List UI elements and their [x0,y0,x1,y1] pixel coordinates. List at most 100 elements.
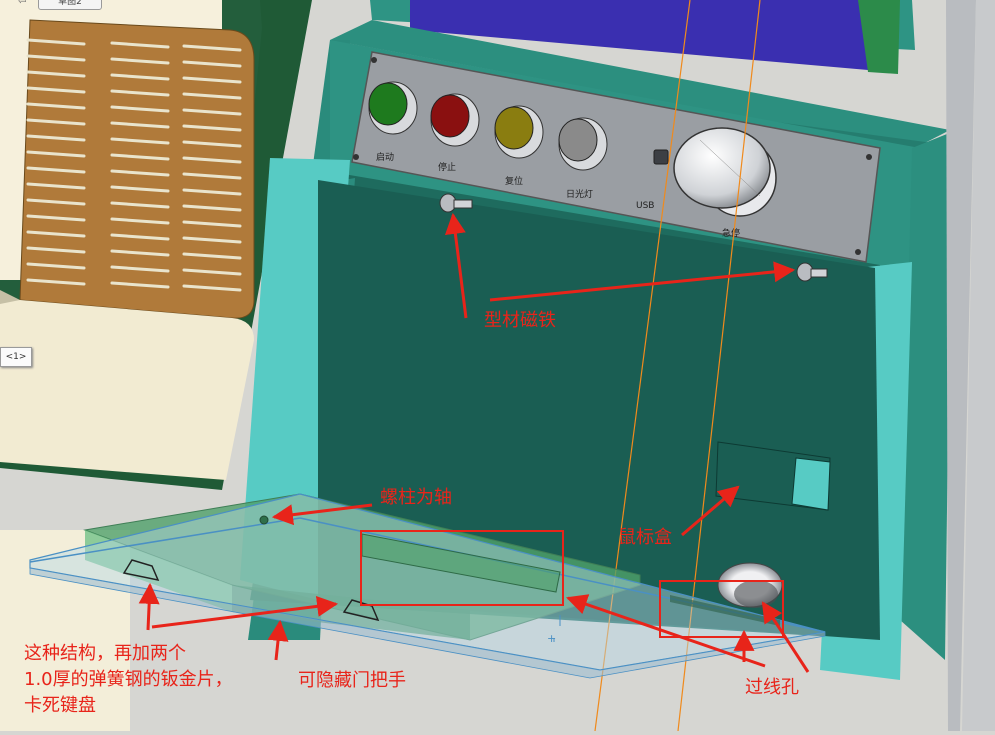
grille-slot [26,198,86,206]
magnet-bolt-right [796,262,828,282]
annotation-handle: 可隐藏门把手 [298,670,406,691]
grille-slot [26,182,86,190]
grille-slot [182,108,242,116]
button-label-reset: 复位 [505,175,523,187]
grille-slot [26,134,86,142]
grille-slot [26,246,86,254]
grille-slot [26,230,86,238]
grille-slots [26,38,242,292]
reset-button [494,105,544,159]
annotation-magnet: 型材磁铁 [484,310,556,331]
grille-slot [110,217,170,225]
grille-slot [182,284,242,292]
axis-line-1 [594,0,691,732]
grille-slot [182,220,242,228]
highlight-box-cable [659,580,784,638]
grille-slot [110,137,170,145]
grille-slot [26,70,86,78]
grille-slot [182,92,242,100]
grille-slot [182,124,242,132]
annotation-arrows [138,212,810,673]
grille-slot [110,73,170,81]
grille-slot [110,89,170,97]
grille-slot [26,38,86,46]
button-label-stop: 停止 [438,161,456,173]
grille-slot [26,214,86,222]
light-button [558,117,608,171]
grille-slot [182,76,242,84]
monitor-screen [410,0,868,70]
grille-slot [110,153,170,161]
cabinet-body [240,0,995,731]
grille-slot [110,233,170,241]
usb-label: USB [636,201,654,211]
inner-back-panel [318,180,880,640]
grille-slot [110,169,170,177]
grille-slot [182,268,242,276]
grille-slot [110,185,170,193]
sketch-tab[interactable]: 草图2 [38,0,102,10]
mouse-box [715,441,831,511]
grille-slot [182,156,242,164]
arrow-magnet-left [444,212,468,319]
arrow-pivot [271,503,373,526]
grille-slot [182,44,242,52]
grille-slot [182,140,242,148]
grille-slot [26,86,86,94]
grille-slot [110,201,170,209]
annotation-structure-line3: 卡死键盘 [24,695,96,716]
grille-slot [110,281,170,289]
grille-slot [110,121,170,129]
estop-label: 急停 [722,227,740,239]
svg-text:+: + [547,632,556,645]
annotation-pivot: 螺柱为轴 [380,487,452,508]
grille-slot [26,54,86,62]
keyboard-tray [29,493,826,679]
grille-slot [182,60,242,68]
annotation-cable-hole: 过线孔 [745,677,799,698]
arrow-handle [267,619,289,661]
grille-slot [110,57,170,65]
arrow-cable-hole [761,601,810,673]
grille-slot [182,188,242,196]
grille-slot [26,262,86,270]
grille-slot [110,249,170,257]
button-label-light: 日光灯 [566,188,593,200]
grille-slot [182,204,242,212]
spring-clip-left [122,559,160,582]
magnet-bolt-left [439,193,473,213]
grille-slot [110,265,170,273]
grille-slot [26,118,86,126]
annotation-structure-line1: 这种结构，再加两个 [24,643,186,664]
stop-button [430,93,480,147]
arrow-clip-left [138,582,160,631]
annotation-mouse-box: 鼠标盒 [618,527,672,548]
usb-port [653,149,669,165]
annotation-structure-line2: 1.0厚的弹簧钢的钣金片， [24,669,233,690]
arrow-magnet-right [489,261,796,302]
arrow-cable-keyboard [566,594,766,668]
grille-slot [182,252,242,260]
highlight-box-keyboard [360,530,564,606]
grille-slot [26,102,86,110]
grille-slot [182,172,242,180]
grille-slot [26,278,86,286]
start-button [368,81,418,135]
sheet-tag[interactable]: <1> [0,347,32,367]
axis-line-2 [677,0,761,732]
grille-slot [182,236,242,244]
cad-back-arrow-icon[interactable]: ⇦ [18,0,27,7]
arrow-mouse-box [681,485,740,537]
arrow-clip-right [151,595,339,629]
pivot-stud [259,515,269,525]
grille-slot [110,105,170,113]
grille-slot [26,150,86,158]
button-label-start: 启动 [376,151,394,163]
panel-buttons [368,81,608,171]
grille-slot [26,166,86,174]
cable-hole [717,562,783,608]
emergency-stop-knob [673,127,777,217]
grille-slot [110,41,170,49]
